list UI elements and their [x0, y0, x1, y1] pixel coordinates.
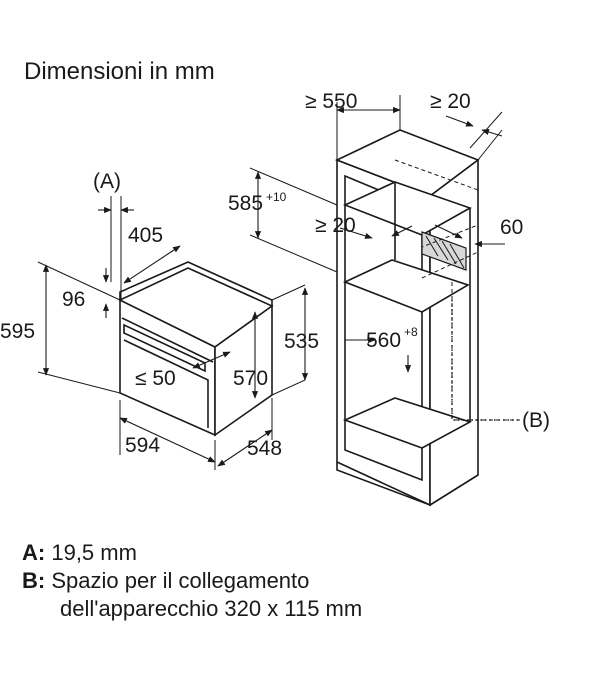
note-a-key: A:	[22, 540, 46, 565]
drawing-title: Dimensioni in mm	[24, 58, 215, 85]
label-a-marker: (A)	[93, 170, 121, 193]
label-405: 405	[128, 224, 163, 247]
label-20-middle: ≥ 20	[315, 214, 356, 237]
label-585: 585	[228, 192, 263, 215]
label-535: 535	[284, 330, 319, 353]
label-548: 548	[247, 437, 282, 460]
label-595: 595	[0, 320, 35, 343]
note-b-text-line2: dell'apparecchio 320 x 115 mm	[60, 596, 363, 621]
label-585-tolerance: +10	[266, 190, 287, 204]
label-50: ≤ 50	[135, 367, 176, 390]
label-550: ≥ 550	[305, 90, 357, 113]
label-560-tolerance: +8	[404, 325, 418, 339]
note-b-text-line1: Spazio per il collegamento	[51, 568, 310, 593]
label-570: 570	[233, 367, 268, 390]
oven-outline	[118, 261, 274, 437]
label-20-top: ≥ 20	[430, 90, 471, 113]
label-60: 60	[500, 216, 523, 239]
note-b: B: Spazio per il collegamento	[22, 568, 309, 594]
label-560: 560	[366, 329, 401, 352]
note-b-continued: dell'apparecchio 320 x 115 mm	[60, 596, 362, 622]
label-96: 96	[62, 288, 85, 311]
note-b-key: B:	[22, 568, 46, 593]
cabinet-outline	[334, 129, 480, 507]
note-a: A: 19,5 mm	[22, 540, 137, 566]
label-594: 594	[125, 434, 160, 457]
label-b-marker: (B)	[522, 409, 550, 432]
dimension-labels: (A) 405 96 595 ≤ 50 570 535 594 548 ≥ 55…	[0, 90, 550, 460]
dimension-lines	[42, 106, 505, 467]
note-a-text: 19,5 mm	[51, 540, 137, 565]
